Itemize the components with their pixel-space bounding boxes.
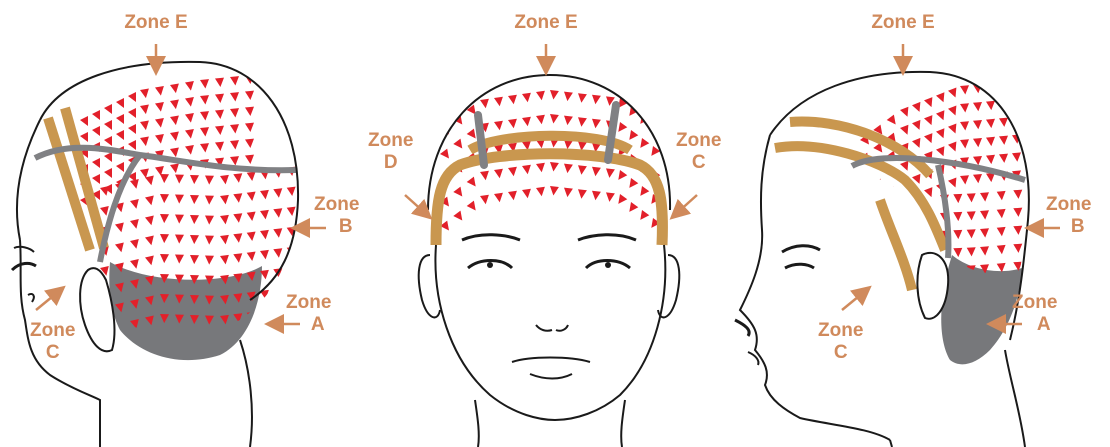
label-zone-c-left: Zone C	[30, 320, 75, 364]
label-zone-b-left-letter: B	[314, 216, 359, 238]
label-zone-c-right: Zone C	[818, 320, 863, 364]
label-zone-c-right-word: Zone	[818, 320, 863, 342]
braid-row-right	[940, 190, 1022, 204]
arrow-zone-d-front	[405, 195, 425, 213]
label-zone-a-left-word: Zone	[286, 292, 331, 314]
label-zone-b-left: Zone B	[314, 194, 359, 238]
label-zone-b-right-word: Zone	[1046, 194, 1091, 216]
left-side-head	[12, 62, 298, 447]
braid-row-front	[440, 186, 660, 231]
braid-swirl-left	[80, 155, 254, 206]
label-zone-a-right: Zone A	[1012, 292, 1057, 336]
braid-swirl-left	[80, 91, 254, 142]
label-zone-c-right-letter: C	[818, 342, 863, 364]
label-zone-d-front: Zone D	[368, 130, 413, 174]
label-zone-e-right: Zone E	[871, 12, 934, 34]
braid-row-right	[940, 208, 1022, 222]
label-zone-a-right-letter: A	[1012, 314, 1057, 336]
arrow-zone-c-right	[842, 292, 864, 310]
braid-row-front	[440, 162, 660, 207]
label-zone-a-right-word: Zone	[1012, 292, 1057, 314]
arrow-zone-c-front	[677, 195, 697, 213]
label-zone-b-left-word: Zone	[314, 194, 359, 216]
label-zone-c-front-word: Zone	[676, 130, 721, 152]
label-zone-d-front-letter: D	[368, 152, 413, 174]
label-zone-c-front: Zone C	[676, 130, 721, 174]
right-side-head	[735, 72, 1029, 447]
label-zone-b-right: Zone B	[1046, 194, 1091, 238]
label-zone-e-left: Zone E	[124, 12, 187, 34]
label-zone-c-left-word: Zone	[30, 320, 75, 342]
label-zone-c-front-letter: C	[676, 152, 721, 174]
braid-row-right	[940, 226, 1022, 240]
arrow-zone-c-left	[36, 292, 58, 310]
label-zone-e-front: Zone E	[514, 12, 577, 34]
braid-row-front	[440, 90, 660, 135]
braid-swirl-left	[80, 75, 254, 126]
label-zone-d-front-word: Zone	[368, 130, 413, 152]
label-zone-a-left-letter: A	[286, 314, 331, 336]
zone-a-shading-right	[941, 255, 1022, 364]
label-zone-c-left-letter: C	[30, 342, 75, 364]
front-head	[419, 75, 680, 447]
label-zone-a-left: Zone A	[286, 292, 331, 336]
label-zone-b-right-letter: B	[1046, 216, 1091, 238]
braid-swirl-left	[80, 139, 254, 190]
